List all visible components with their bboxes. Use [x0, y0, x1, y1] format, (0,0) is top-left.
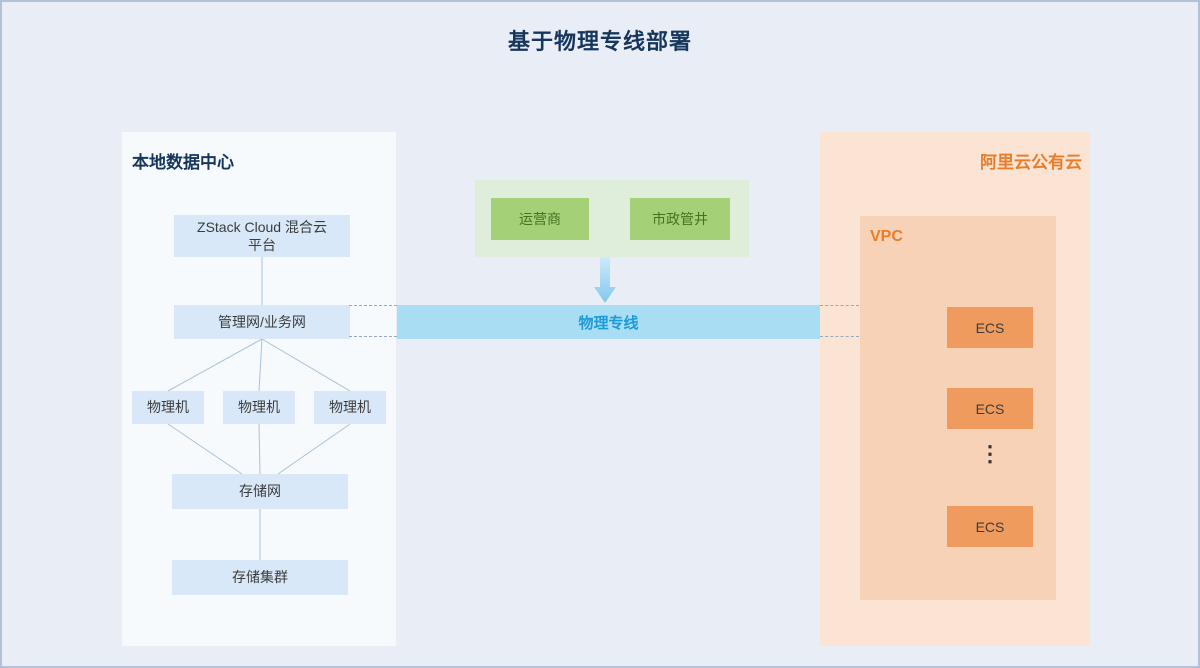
management-network-node: 管理网/业务网: [174, 305, 350, 339]
line-entry-group: 运营商 市政管井: [475, 180, 749, 257]
down-arrow-icon: [594, 257, 616, 303]
ecs-ellipsis: ⋮: [979, 441, 1001, 466]
municipal-manhole-node: 市政管井: [630, 198, 730, 240]
ecs-node-2: ECS: [947, 388, 1033, 429]
ecs-node-3: ECS: [947, 506, 1033, 547]
local-datacenter-panel: 本地数据中心 ZStack Cloud 混合云 平台 管理网/业务网 物理机 物…: [122, 132, 396, 646]
alicloud-label: 阿里云公有云: [980, 153, 1082, 172]
zstack-platform-label-line2: 平台: [248, 237, 276, 253]
storage-cluster-node: 存储集群: [172, 560, 348, 595]
vpc-panel: VPC ECS ECS ⋮ ECS: [860, 216, 1056, 600]
dedicated-line-bar: 物理专线: [397, 305, 820, 339]
connector-lines: [167, 257, 351, 560]
storage-network-node: 存储网: [172, 474, 348, 509]
diagram-title: 基于物理专线部署: [507, 29, 692, 54]
ecs-node-1: ECS: [947, 307, 1033, 348]
physical-machine-node-1: 物理机: [132, 391, 204, 424]
local-datacenter-label: 本地数据中心: [132, 153, 234, 172]
zstack-platform-node: ZStack Cloud 混合云 平台: [174, 215, 350, 257]
vpc-label: VPC: [870, 228, 903, 245]
dashed-connector-left: [349, 305, 397, 337]
dashed-connector-right: [820, 305, 859, 337]
zstack-platform-label-line1: ZStack Cloud 混合云: [197, 218, 327, 235]
carrier-node: 运营商: [491, 198, 589, 240]
physical-machine-node-2: 物理机: [223, 391, 295, 424]
physical-machine-node-3: 物理机: [314, 391, 386, 424]
alicloud-panel: 阿里云公有云 VPC ECS ECS ⋮ ECS: [820, 132, 1090, 646]
